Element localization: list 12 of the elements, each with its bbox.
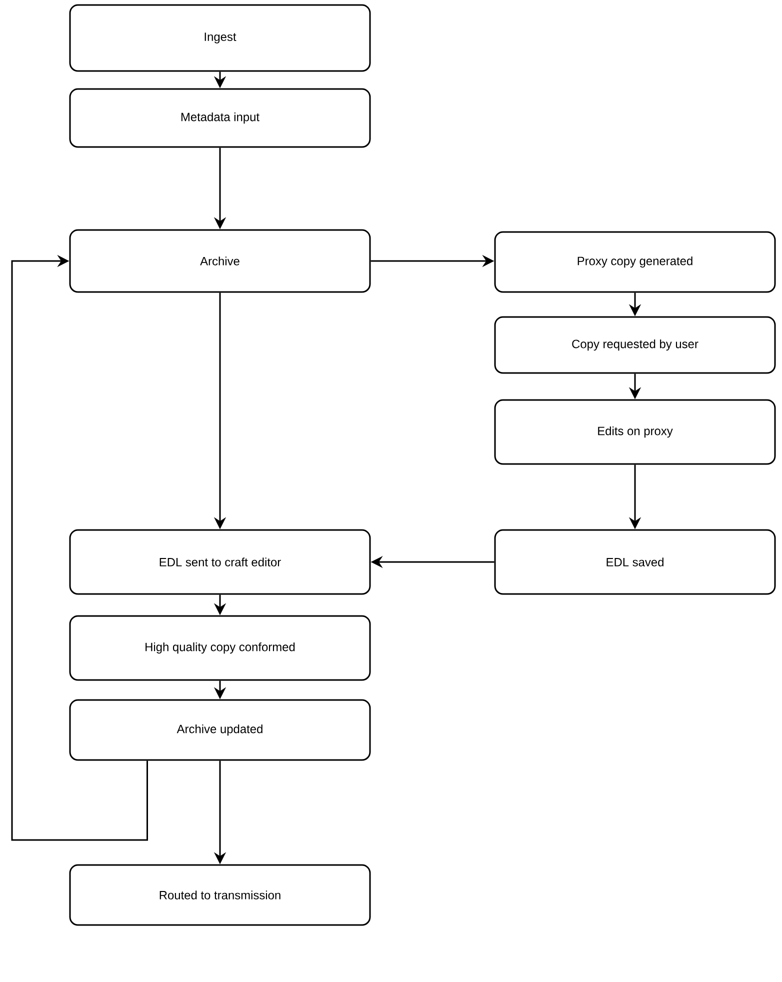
process-box: Copy requested by user [494,316,776,374]
process-box: Archive updated [69,699,371,761]
process-box: Edits on proxy [494,399,776,465]
process-box: Ingest [69,4,371,72]
arrow [11,254,148,841]
process-box: EDL saved [494,529,776,595]
process-box: Metadata input [69,88,371,148]
process-box: Archive [69,229,371,293]
process-box: Proxy copy generated [494,231,776,293]
process-box: Routed to transmission [69,864,371,926]
process-box: EDL sent to craft editor [69,529,371,595]
process-box: High quality copy conformed [69,615,371,681]
